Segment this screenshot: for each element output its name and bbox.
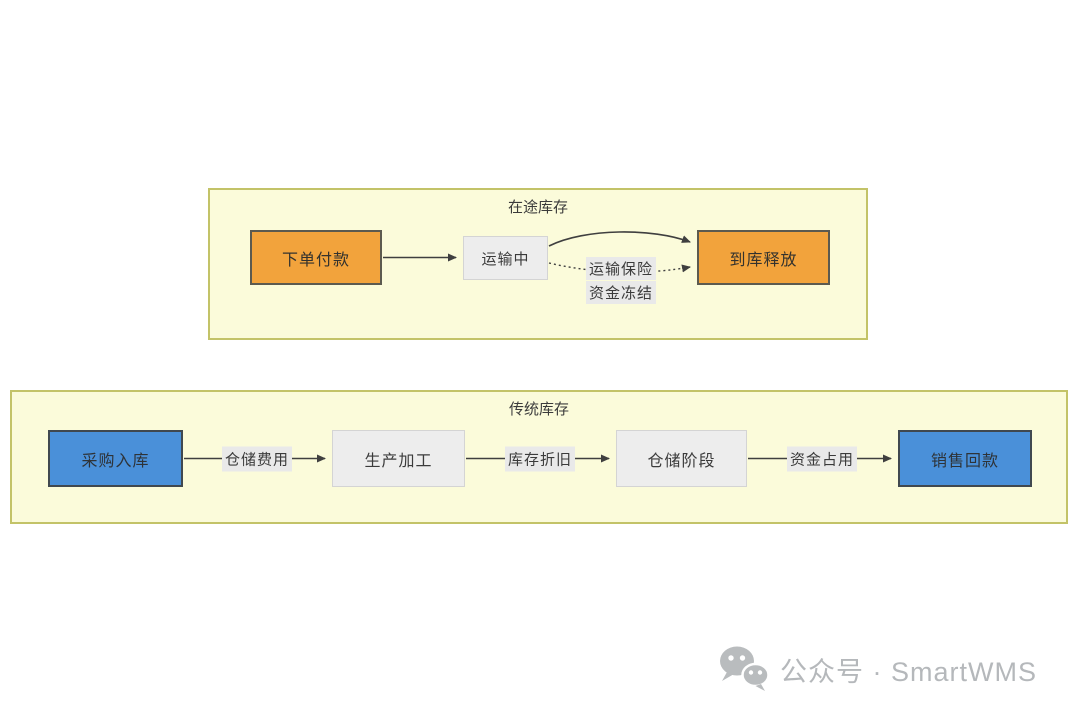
wechat-account-label: 公众号 · SmartWMS (780, 656, 1037, 687)
node-order-payment: 下单付款 (250, 230, 382, 285)
edge-label-transport-insurance: 运输保险 资金冻结 (585, 257, 657, 305)
node-arrival-release: 到库释放 (697, 230, 830, 285)
edge-label-transport-insurance-line1: 运输保险 (585, 257, 657, 280)
node-production-processing: 生产加工 (332, 430, 465, 487)
edge-label-inventory-depreciation: 库存折旧 (504, 446, 576, 472)
in-transit-section-title: 在途库存 (507, 199, 568, 216)
arrow-transit-to-release-solid (548, 231, 691, 247)
node-storage-stage: 仓储阶段 (616, 430, 747, 487)
edge-label-capital-occupation: 资金占用 (786, 446, 858, 472)
node-in-transit: 运输中 (463, 236, 548, 280)
wechat-icon (720, 646, 770, 691)
edge-label-funds-frozen-line2: 资金冻结 (585, 281, 657, 304)
node-sales-collection: 销售回款 (898, 430, 1032, 487)
node-purchase-inbound: 采购入库 (48, 430, 183, 487)
wechat-watermark: 公众号 · SmartWMS (718, 644, 1037, 694)
edge-label-storage-cost: 仓储费用 (221, 446, 293, 472)
traditional-section-title: 传统库存 (508, 401, 569, 418)
